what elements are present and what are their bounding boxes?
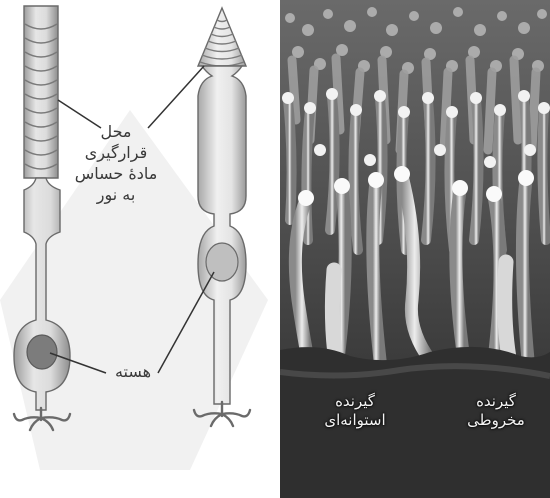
label-nucleus: هسته [108,361,158,382]
sem-photo-panel: گیرنده استوانه‌ای گیرنده مخروطی [280,0,550,498]
label-rod-receptor: گیرنده استوانه‌ای [300,392,410,430]
rod-nucleus [27,335,57,369]
label-light-sensitive-substance: محل قرارگیری مادۀ حساس به نور [74,121,158,205]
label-cone-receptor: گیرنده مخروطی [450,392,542,430]
cell-diagram-panel: محل قرارگیری مادۀ حساس به نور هسته [0,0,278,498]
rod-and-cone-cell-drawing [0,0,278,498]
leader-line-to-cone-disc [148,66,204,128]
cone-nucleus [206,243,238,281]
